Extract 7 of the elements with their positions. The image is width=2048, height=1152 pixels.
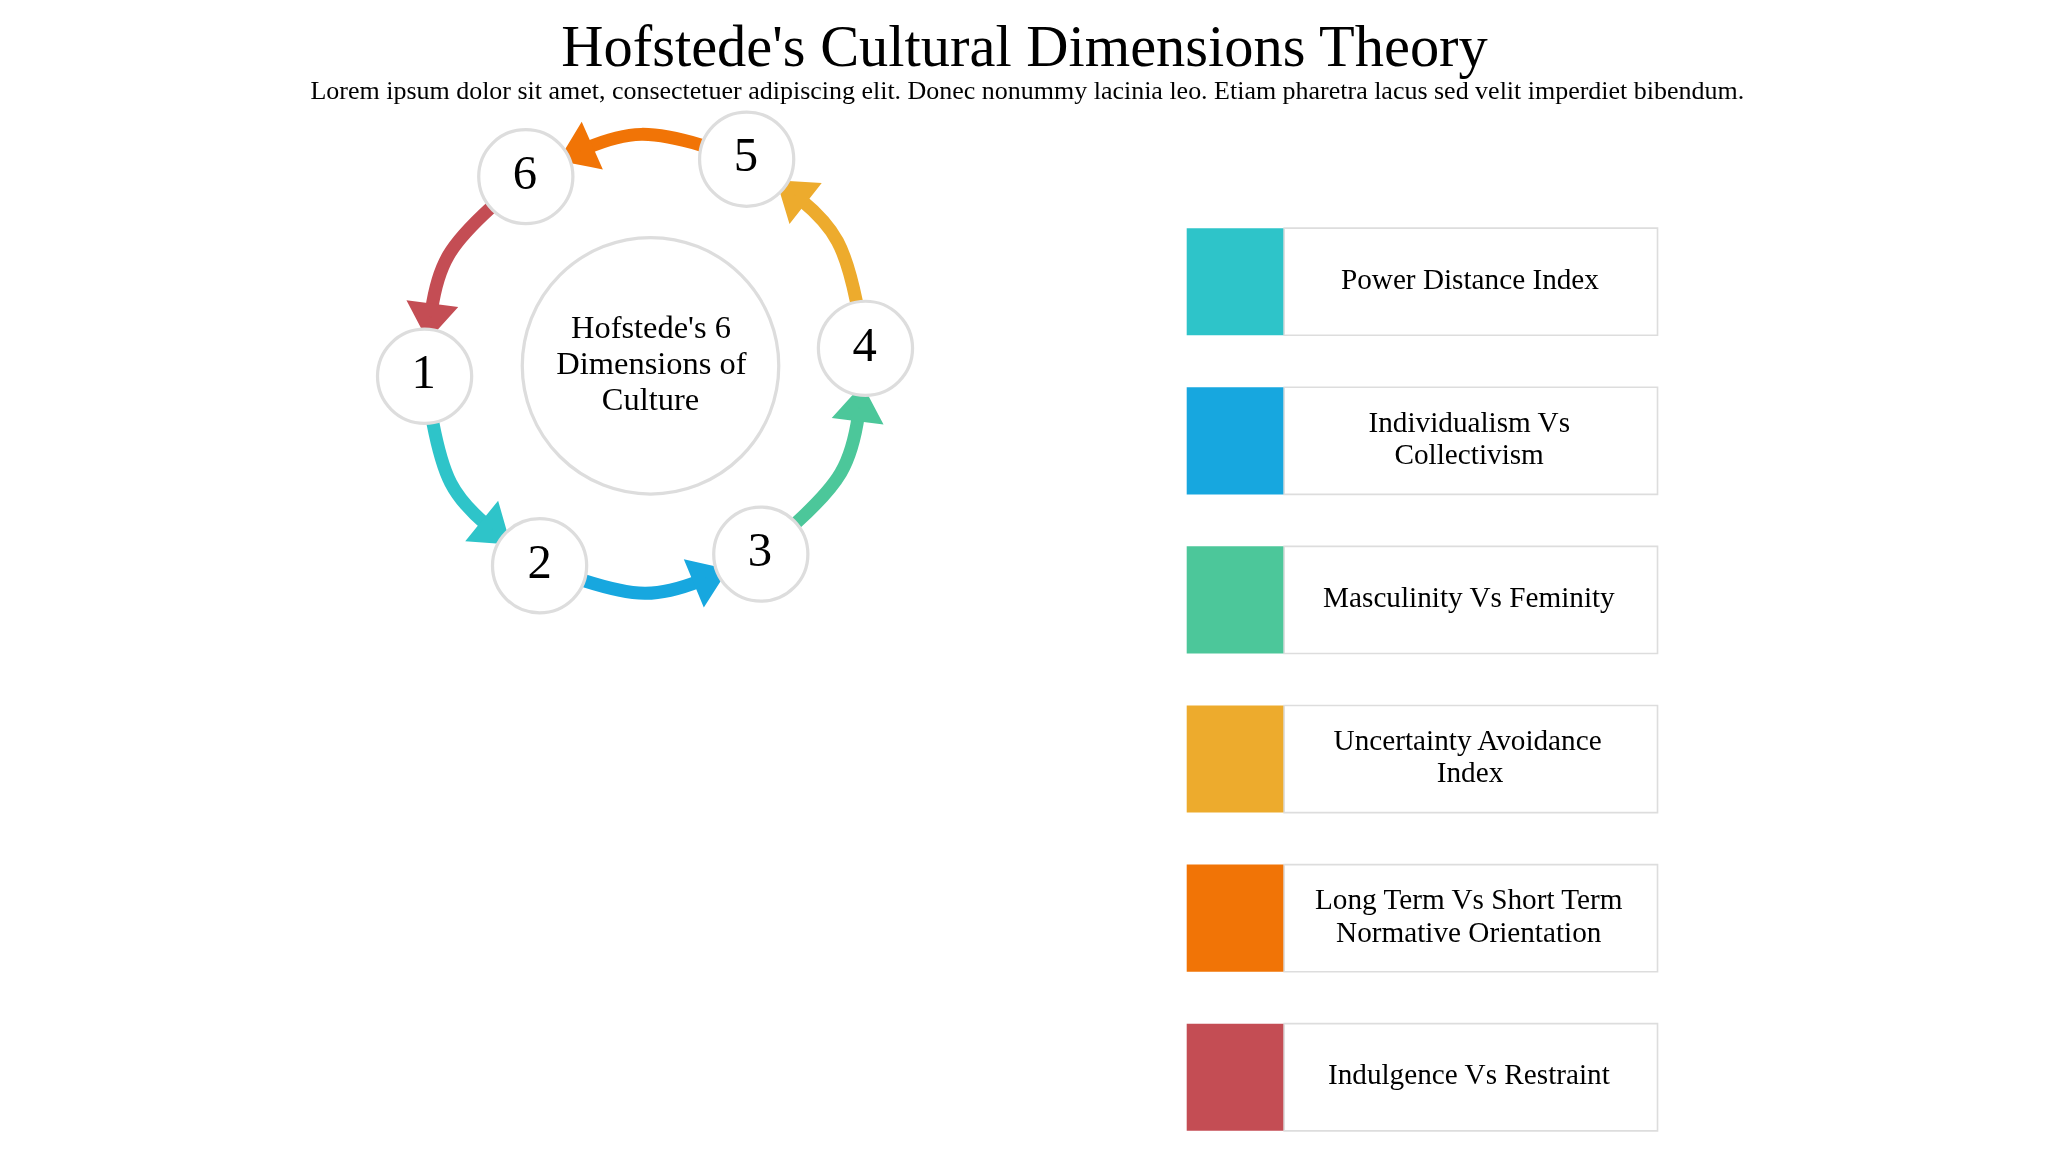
legend-label: Power Distance Index [1340, 262, 1599, 295]
diagram-title: Hofstede's Cultural Dimensions Theory [561, 14, 1488, 80]
legend-label: Masculinity Vs Feminity [1323, 581, 1615, 614]
legend-label: Uncertainty Avoidance Index [1333, 723, 1602, 789]
legend-label: Indulgence Vs Restraint [1327, 1058, 1610, 1091]
legend-label: Individualism Vs Collectivism [1368, 405, 1571, 471]
legend-label: Long Term Vs Short Term Normative Orientation [1314, 883, 1623, 948]
